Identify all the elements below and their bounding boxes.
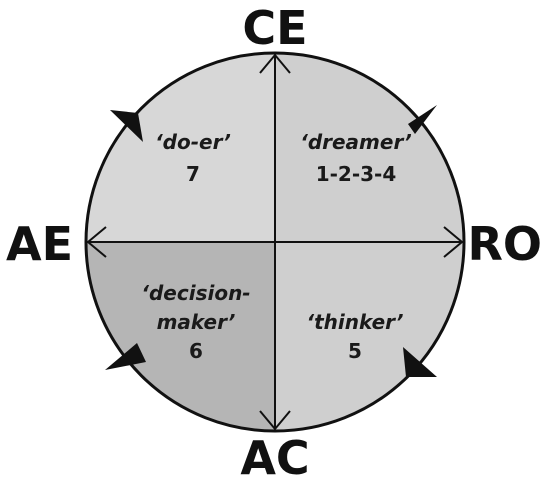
axis-arrowhead-icon (259, 53, 291, 74)
quadrant-role-decision-maker-line1: ‘decision- (141, 281, 250, 305)
axis-arrowhead-icon (259, 410, 291, 431)
axis-label-right: RO (467, 217, 542, 271)
axis-label-bottom: AC (240, 431, 309, 477)
axis-label-top: CE (242, 1, 307, 55)
direction-arrow-icon (105, 343, 146, 370)
quadrant-number-decision-maker: 6 (189, 339, 203, 363)
axis-arrowhead-icon (443, 226, 464, 258)
quadrant-number-dreamer: 1-2-3-4 (316, 162, 397, 186)
quadrant-role-dreamer: ‘dreamer’ (300, 130, 412, 154)
axis-label-left: AE (6, 217, 73, 271)
quadrant-number-do-er: 7 (186, 162, 200, 186)
quadrant-top-left (86, 53, 275, 242)
quadrant-role-decision-maker-line2: maker’ (157, 310, 236, 334)
axis-arrowhead-icon (86, 226, 107, 258)
quadrant-role-thinker: ‘thinker’ (307, 310, 404, 334)
direction-arrow-icon (403, 347, 437, 377)
direction-arrow-icon (408, 105, 437, 134)
quadrant-top-right (275, 53, 464, 242)
direction-arrow-icon (110, 110, 143, 142)
quadrant-number-thinker: 5 (348, 339, 362, 363)
quadrant-bottom-right (275, 242, 464, 431)
quadrant-bottom-left (86, 242, 275, 431)
quadrant-role-do-er: ‘do-er’ (155, 130, 231, 154)
cycle-circle (84, 51, 466, 433)
